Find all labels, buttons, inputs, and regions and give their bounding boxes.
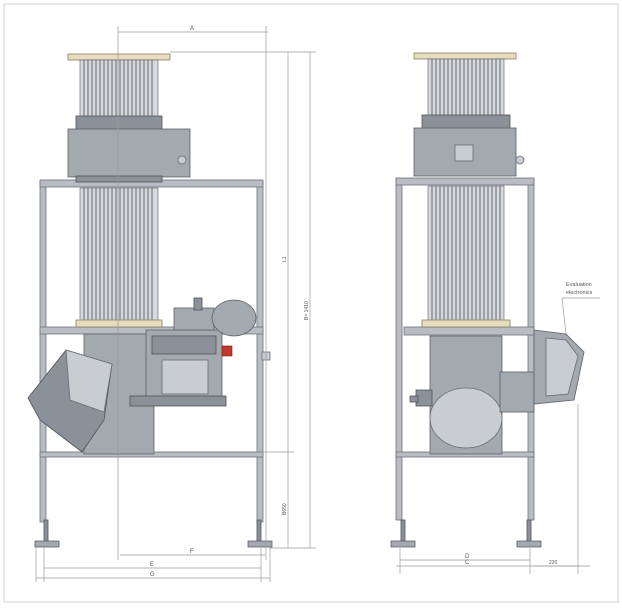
- lower-finned-cylinder: [427, 185, 505, 323]
- housing-knob: [515, 155, 525, 165]
- side-view-left: [27, 53, 273, 548]
- dim-label-g: G: [150, 572, 155, 578]
- lower-fins: [431, 186, 501, 322]
- frame-top-rail: [395, 177, 535, 186]
- warning-indicator: [221, 345, 233, 357]
- upper-fins: [431, 59, 501, 117]
- outlet-pipe-end: [429, 387, 503, 449]
- sensor-mount: [499, 371, 535, 413]
- foot-pad: [516, 540, 542, 548]
- annotation-electronics: electronics: [566, 290, 593, 296]
- front-view-right: [390, 52, 585, 548]
- housing-panel: [454, 144, 474, 162]
- electronics-face: [545, 337, 579, 397]
- foot-pad: [34, 540, 60, 548]
- housing-collar: [421, 114, 511, 130]
- mid-flange: [421, 319, 511, 328]
- frame-mid-rail: [403, 326, 535, 336]
- upper-finned-cylinder: [79, 59, 159, 119]
- lower-finned-cylinder: [79, 187, 159, 323]
- frame-leg-left: [395, 179, 403, 521]
- dim-label-e: E: [150, 562, 154, 568]
- mount-bracket: [129, 395, 227, 407]
- foot-stem: [526, 519, 532, 543]
- annotation-evaluation: Evaluation: [566, 282, 592, 288]
- box-panel: [161, 359, 209, 395]
- dim-label-b-height: B= 1410: [304, 301, 310, 320]
- chute-face: [65, 349, 113, 413]
- dim-label-220: 220: [549, 560, 558, 566]
- dim-label-d: D: [465, 554, 470, 560]
- frame-leg-right: [527, 179, 535, 521]
- upper-fins: [83, 60, 153, 118]
- box-lid: [151, 335, 217, 355]
- frame-leg-left: [39, 181, 47, 523]
- housing-base: [75, 175, 163, 183]
- housing-collar: [75, 115, 163, 131]
- dimensions-left: A F E G L1 B= 1410 B650: [35, 26, 316, 582]
- dim-label-f: F: [190, 549, 194, 555]
- foot-stem: [400, 519, 406, 543]
- housing-knob: [177, 155, 187, 165]
- motor-drum: [211, 299, 257, 337]
- foot-pad: [247, 540, 273, 548]
- valve-stem: [409, 395, 419, 403]
- drawing-border: [3, 3, 619, 603]
- dim-label-floor-height: B650: [282, 503, 288, 515]
- actuator-top: [193, 297, 203, 311]
- mid-flange: [75, 319, 163, 328]
- top-flange: [67, 53, 171, 61]
- dim-label-a: A: [190, 26, 194, 32]
- foot-stem: [43, 519, 49, 543]
- foot-stem: [256, 519, 262, 543]
- top-flange: [413, 52, 517, 60]
- dim-label-c: C: [465, 560, 470, 566]
- lower-fins: [83, 188, 153, 322]
- foot-pad: [390, 540, 416, 548]
- drive-housing: [67, 128, 191, 178]
- actuator: [173, 307, 215, 331]
- dimensions-right: D C 220 Evaluation electronics: [396, 282, 600, 574]
- upper-finned-cylinder: [427, 58, 505, 118]
- dim-label-l1: L1: [282, 256, 288, 262]
